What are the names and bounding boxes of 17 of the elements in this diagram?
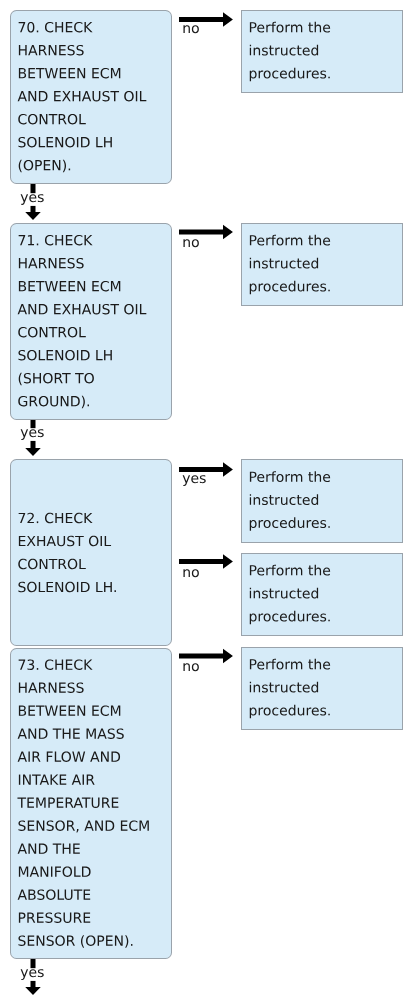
action-box: Perform the instructed procedures. [241,647,403,730]
edge-label: no [183,25,199,34]
edge-label: no [183,239,199,248]
check-step-box: 71. CHECK HARNESS BETWEEN ECM AND EXHAUST OIL CONTROL SOLENOID LH (SHORT TO GROUND). [10,223,172,420]
edge-label: no [183,663,199,672]
check-step-box: 72. CHECK EXHAUST OIL CONTROL SOLENOID LH. [10,459,172,646]
edge-label: no [183,569,199,578]
action-box: Perform the instructed procedures. [241,10,403,93]
action-box: Perform the instructed procedures. [241,553,403,636]
check-step-box: 70. CHECK HARNESS BETWEEN ECM AND EXHAUST OIL CONTROL SOLENOID LH (OPEN). [10,10,172,184]
action-box: Perform the instructed procedures. [241,223,403,306]
action-box: Perform the instructed procedures. [241,459,403,543]
edge-label: yes [182,475,206,486]
edge-label: yes [19,968,46,981]
edge-label: yes [19,428,46,441]
edge-label: yes [19,193,46,206]
check-step-box: 73. CHECK HARNESS BETWEEN ECM AND THE MASS AIR FLOW AND INTAKE AIR TEMPERATURE SENSOR, AND ECM AND THE MANIFOLD ABSOLUTE PRESSURE SENSOR (OPEN). [10,648,172,959]
